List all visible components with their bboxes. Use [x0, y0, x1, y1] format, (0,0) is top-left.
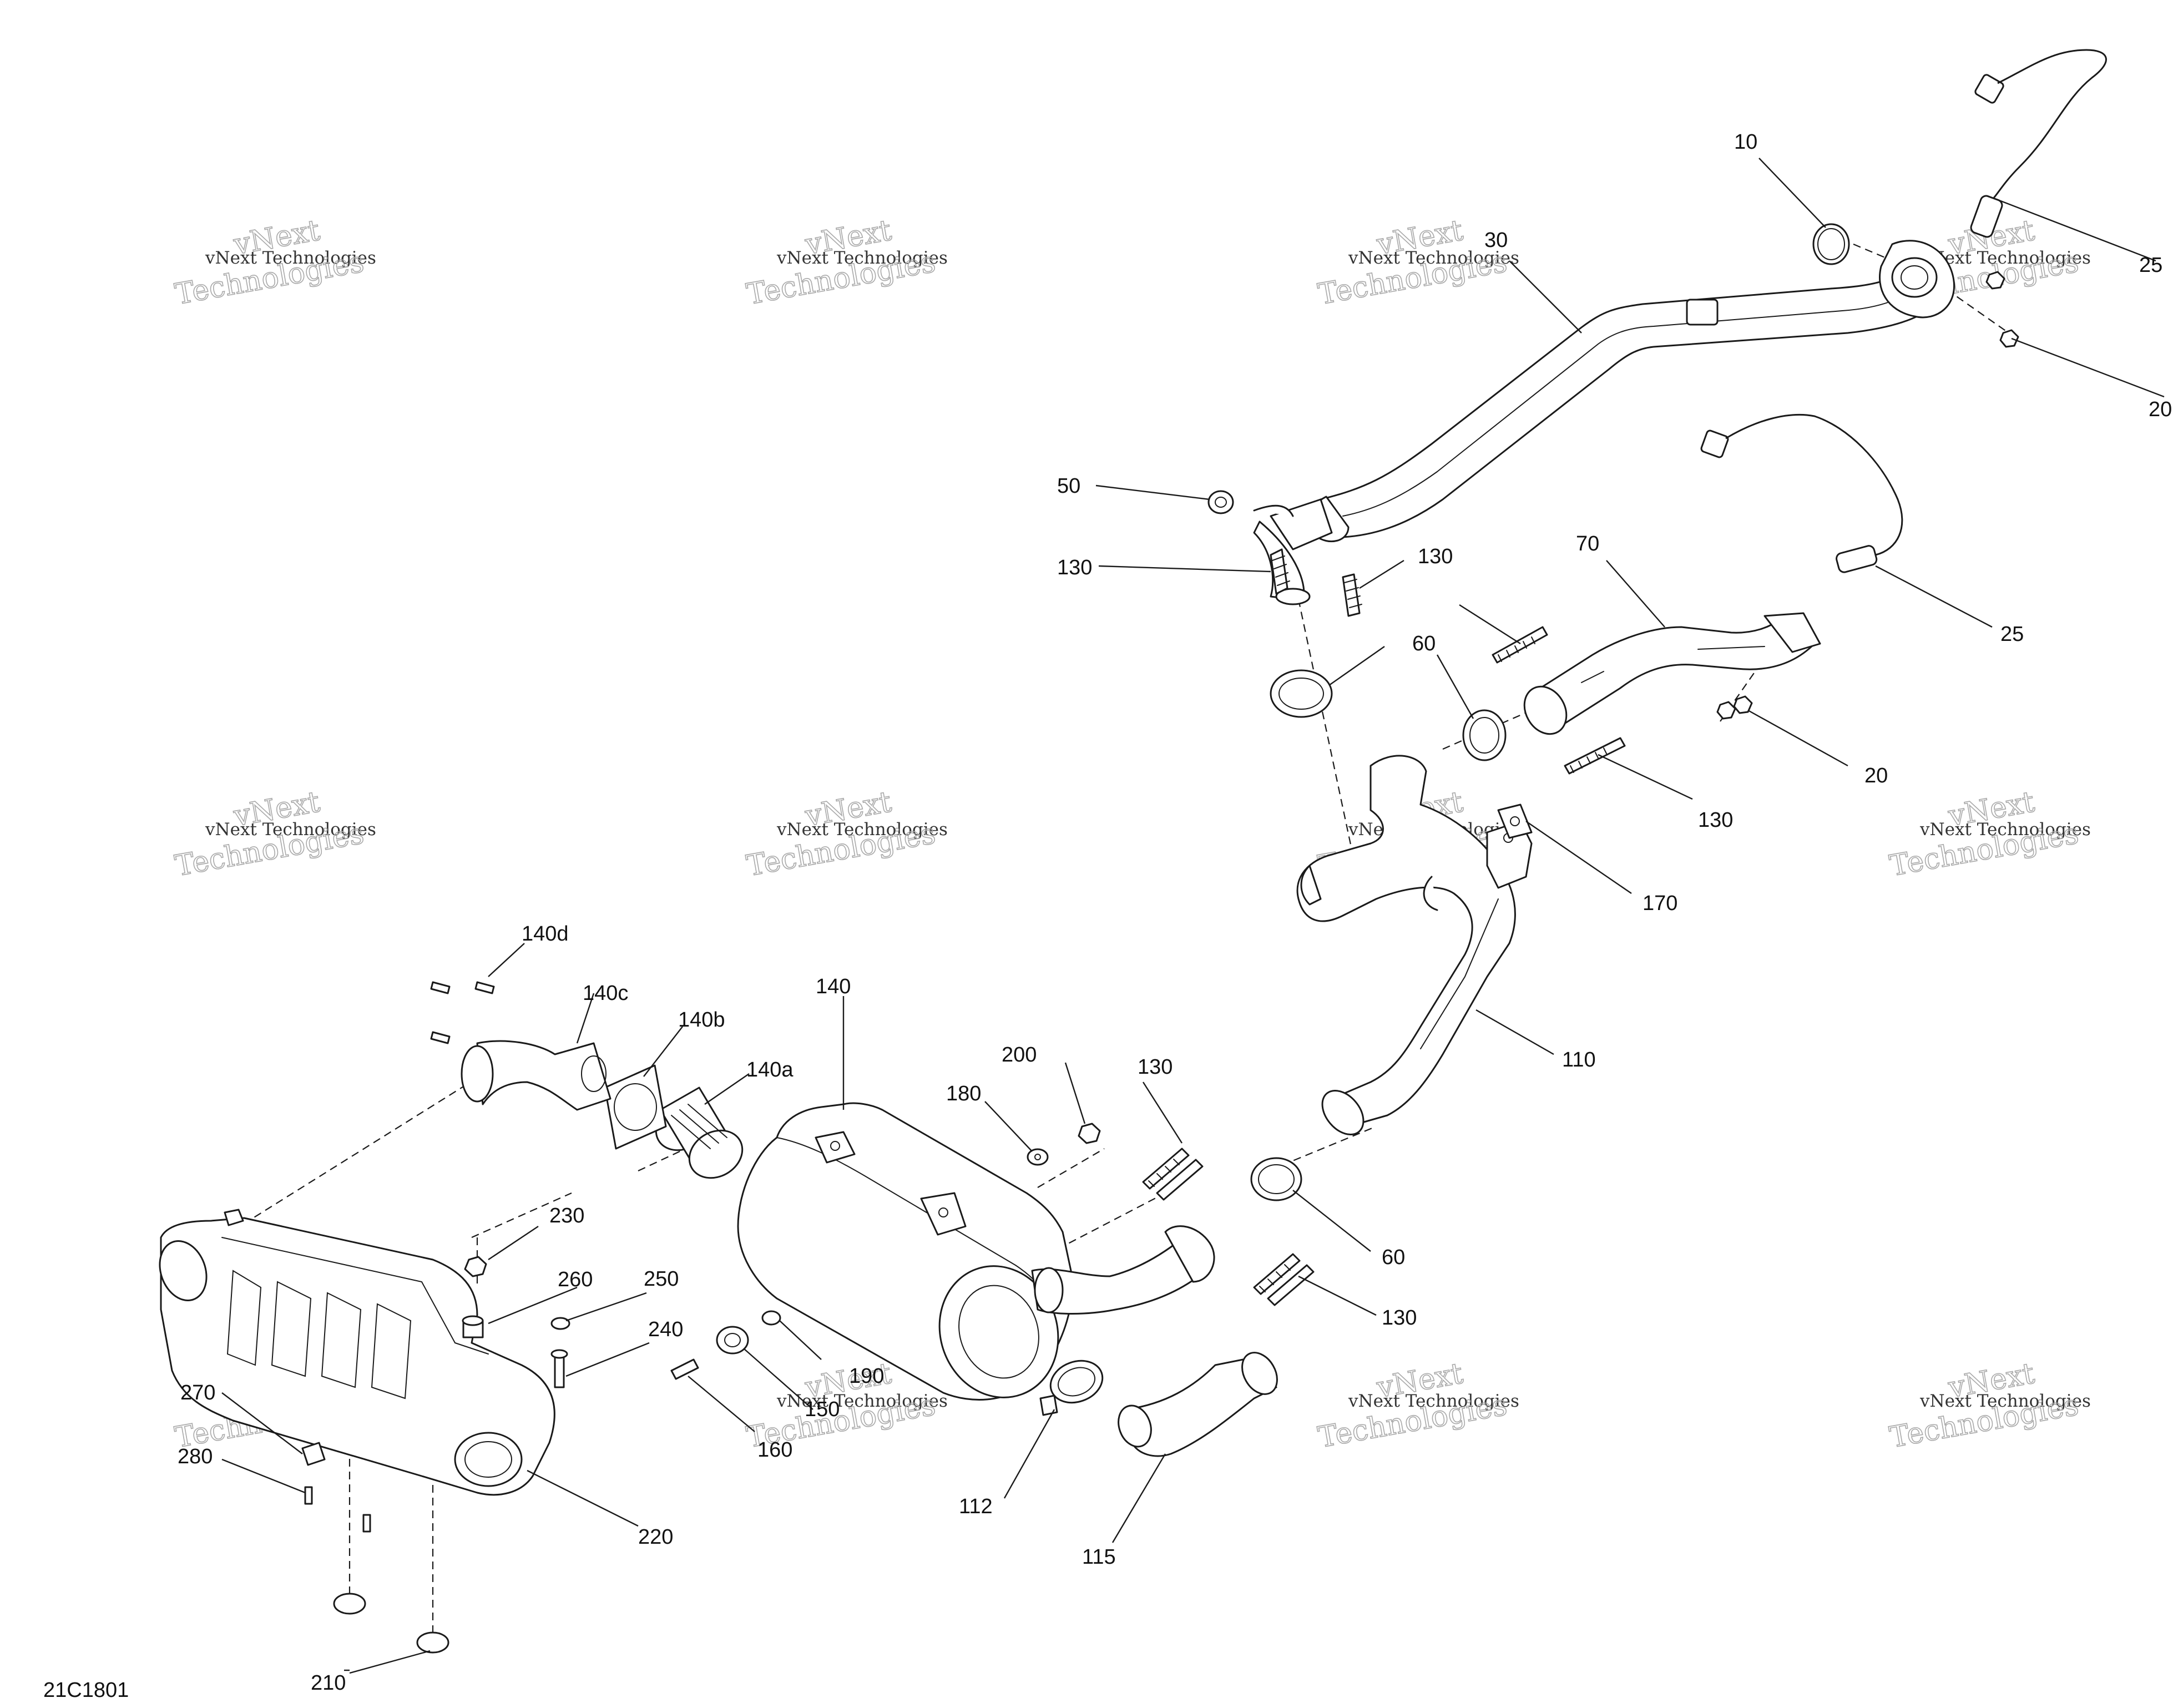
callout-240: 240: [648, 1318, 683, 1341]
callout-60: 60: [1382, 1246, 1405, 1269]
callout-130: 130: [1418, 545, 1453, 568]
callout-140c: 140c: [583, 982, 628, 1005]
callout-250: 250: [644, 1267, 679, 1291]
svg-text:vNext Technologies: vNext Technologies: [1348, 248, 1519, 268]
callout-280: 280: [178, 1445, 213, 1468]
callout-180: 180: [946, 1082, 981, 1105]
callout-130: 130: [1138, 1055, 1173, 1079]
watermark: vNext Technologies vNext Technologies: [744, 785, 948, 883]
bumper-210: [333, 1593, 449, 1654]
seal-ring-60-mid: [1462, 709, 1507, 761]
callout-200: 200: [1002, 1043, 1037, 1067]
washer-180: [1027, 1148, 1049, 1166]
watermark-layer: vNext Technologies vNext Technologies vN…: [172, 213, 2091, 1455]
outlet-elbow-115: [1118, 1352, 1278, 1457]
callout-130: 130: [1698, 808, 1733, 832]
spring-130-b: [1342, 573, 1362, 617]
watermark: vNext Technologies vNext Technologies: [744, 213, 948, 312]
callout-20: 20: [1864, 764, 1888, 787]
callout-50: 50: [1057, 474, 1080, 498]
svg-text:vNext Technologies: vNext Technologies: [205, 248, 376, 268]
svg-text:vNext Technologies: vNext Technologies: [776, 820, 948, 840]
spring-130-d: [1564, 737, 1626, 775]
tailpipe-elbow-140c: [461, 1040, 612, 1111]
callout-270: 270: [180, 1381, 215, 1404]
spring-130-a: [1270, 548, 1290, 595]
gasket-140b: [604, 1064, 667, 1150]
callout-30: 30: [1484, 229, 1508, 252]
oxygen-sensor-25-upper: [1970, 49, 2107, 238]
nut-20-lower: [1716, 695, 1753, 720]
callout-70: 70: [1576, 532, 1599, 555]
callout-labels: 10 25 20 30 50 130 130 70 25 60 20 130 1…: [43, 130, 2172, 1702]
svg-text:vNext Technologies: vNext Technologies: [776, 248, 948, 268]
clip-270: [301, 1442, 326, 1466]
spring-130-e: [1142, 1148, 1204, 1201]
callout-60: 60: [1412, 632, 1436, 655]
watermark: vNext Technologies vNext Technologies: [1315, 213, 1519, 312]
svg-text:vNext Technologies: vNext Technologies: [205, 820, 376, 840]
callout-170: 170: [1643, 892, 1677, 915]
callout-190: 190: [849, 1365, 884, 1388]
callout-25: 25: [2139, 254, 2162, 277]
mid-pipe-110: [1296, 755, 1533, 1135]
svg-text:vNext Technologies: vNext Technologies: [1348, 1391, 1519, 1411]
watermark: vNext Technologies vNext Technologies: [1315, 1356, 1519, 1455]
callout-140: 140: [816, 975, 851, 998]
callout-20: 20: [2149, 398, 2172, 421]
drawing-code: 21C1801: [43, 1679, 129, 1702]
spacer-150: [716, 1326, 749, 1355]
callout-112: 112: [959, 1495, 993, 1518]
callout-210: 210: [311, 1671, 346, 1695]
seal-ring-60-upper: [1270, 669, 1333, 718]
grommet-190: [761, 1310, 781, 1326]
leader-lines: [221, 158, 2165, 1674]
callout-230: 230: [549, 1204, 584, 1227]
watermark: vNext Technologies vNext Technologies: [1887, 1356, 2091, 1455]
screw-280: [304, 1486, 371, 1533]
bracket-170: [1497, 804, 1533, 839]
bushing-50: [1207, 490, 1234, 514]
spacer-260: [462, 1315, 484, 1338]
header-pipe-70: [1523, 612, 1821, 735]
svg-text:vNext Technologies: vNext Technologies: [776, 1391, 948, 1411]
gasket-ring-10: [1812, 223, 1850, 265]
bolt-240: [550, 1349, 568, 1388]
heat-shield-220: [159, 1209, 555, 1496]
callout-140d: 140d: [522, 922, 569, 946]
callout-25: 25: [2000, 623, 2024, 646]
bolts-140d: [430, 981, 495, 1044]
nut-200: [1078, 1123, 1101, 1144]
callout-110: 110: [1562, 1048, 1596, 1072]
spring-130-f: [1253, 1253, 1315, 1306]
washer-250: [550, 1317, 570, 1330]
callout-130: 130: [1382, 1306, 1417, 1330]
clamp-112: [1039, 1360, 1104, 1416]
callout-260: 260: [558, 1268, 593, 1291]
callout-130: 130: [1057, 556, 1092, 579]
nut-20-upper: [1985, 271, 2019, 348]
seal-ring-60-lower: [1250, 1157, 1302, 1201]
nut-230: [464, 1256, 487, 1277]
callout-10: 10: [1734, 130, 1757, 154]
callout-140a: 140a: [746, 1058, 794, 1082]
spring-130-c: [1492, 626, 1548, 664]
oxygen-sensor-25-lower: [1700, 413, 1903, 573]
callout-220: 220: [638, 1525, 673, 1549]
callout-160: 160: [757, 1438, 792, 1462]
watermark: vNext Technologies vNext Technologies: [172, 785, 376, 883]
muffler-140: [737, 1102, 1215, 1401]
bolt-160: [670, 1358, 699, 1380]
svg-text:vNext Technologies: vNext Technologies: [1919, 820, 2091, 840]
callout-140b: 140b: [678, 1008, 725, 1032]
spark-arrester-140a: [655, 1087, 744, 1179]
watermark: vNext Technologies vNext Technologies: [1887, 785, 2091, 883]
callout-150: 150: [805, 1398, 840, 1421]
watermark: vNext Technologies vNext Technologies: [172, 213, 376, 312]
callout-115: 115: [1082, 1545, 1116, 1569]
svg-text:vNext Technologies: vNext Technologies: [1919, 1391, 2091, 1411]
